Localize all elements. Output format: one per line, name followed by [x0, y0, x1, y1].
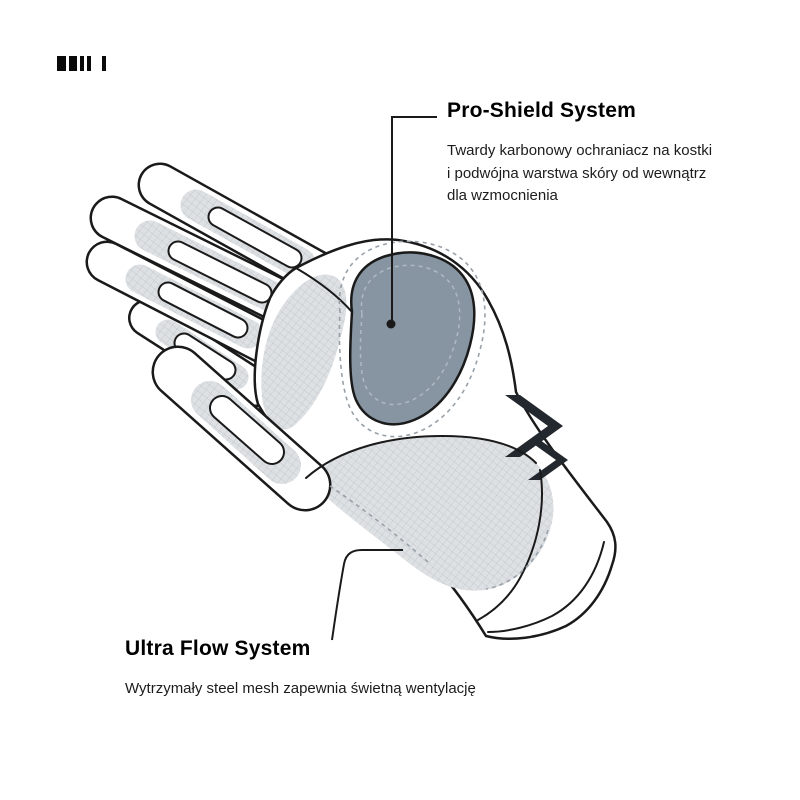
- stitching: [329, 240, 549, 590]
- mesh-panel-upper: [261, 274, 347, 430]
- annotation-ultra-flow: Ultra Flow System Wytrzymały steel mesh …: [125, 637, 605, 701]
- glove-thumb: [151, 345, 332, 512]
- pro-shield-description: Twardy karbonowy ochraniacz na kostki i …: [447, 142, 713, 204]
- seam-lines: [295, 267, 605, 633]
- ultra-flow-title: Ultra Flow System: [125, 637, 311, 660]
- mesh-panel-main: [308, 436, 554, 591]
- pro-shield-title: Pro-Shield System: [447, 99, 636, 122]
- leader-line-ultra-flow: [331, 549, 403, 641]
- finger-pads: [157, 206, 303, 381]
- knuckle-protector: [348, 251, 476, 426]
- annotation-pro-shield: Pro-Shield System Twardy karbonowy ochra…: [447, 99, 767, 208]
- brand-logo-icon: [57, 55, 109, 71]
- ultra-flow-description: Wytrzymały steel mesh zapewnia świetną w…: [125, 680, 476, 697]
- leader-line-pro-shield: [386, 116, 437, 329]
- knuckle-protector-stitch: [359, 264, 461, 406]
- chevron-accents: [505, 395, 568, 480]
